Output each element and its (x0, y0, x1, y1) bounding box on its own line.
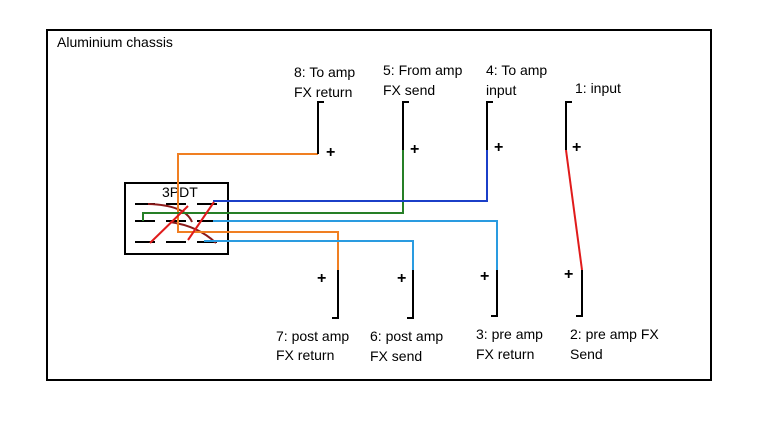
wire-lightblue-jack6 (204, 240, 414, 270)
wire-lightblue-jack3 (213, 220, 498, 270)
jack-6-plus-sign: + (397, 270, 406, 287)
jack-5: + 5: From amp FX send (383, 62, 463, 158)
jack-2-plus-sign: + (564, 266, 573, 283)
jack-4: + 4: To amp input (486, 62, 547, 156)
jack-3-symbol (491, 270, 498, 317)
jack-7: + 7: post amp FX return (276, 270, 349, 363)
jack-2: + 2: pre amp FX Send (564, 266, 659, 362)
wires (142, 149, 583, 271)
jack-7-symbol (332, 270, 339, 319)
jack-8-label-line1: 8: To amp (294, 64, 355, 80)
jack-1-plus-sign: + (572, 139, 581, 156)
jack-2-label-line1: 2: pre amp FX (570, 326, 659, 342)
jack-7-label-line1: 7: post amp (276, 328, 349, 344)
jack-8-symbol (317, 101, 324, 154)
jack-2-symbol (576, 270, 583, 317)
jack-5-plus-sign: + (410, 141, 419, 158)
wire-orange-jack7 (177, 204, 339, 270)
wire-orange-jack8 (177, 153, 318, 204)
jack-5-symbol (402, 101, 409, 150)
jack-2-label-line2: Send (570, 346, 603, 362)
jack-4-symbol (486, 101, 493, 150)
jack-4-label-line2: input (486, 82, 516, 98)
jack-7-plus-sign: + (317, 270, 326, 287)
jack-4-plus-sign: + (494, 139, 503, 156)
jack-8-plus-sign: + (326, 144, 335, 161)
jack-8: + 8: To amp FX return (294, 64, 355, 161)
jack-1-label-line1: 1: input (575, 80, 621, 96)
jack-3-label-line2: FX return (476, 346, 534, 362)
jack-8-label-line2: FX return (294, 84, 352, 100)
jack-6-label-line1: 6: post amp (370, 328, 443, 344)
wire-red-jack1-jack2 (565, 149, 583, 271)
wire-blue-jack4 (213, 150, 488, 202)
wire-red-b (187, 201, 215, 241)
jack-5-label-line1: 5: From amp (383, 62, 463, 78)
switch-label: 3PDT (162, 184, 198, 200)
jack-5-label-line2: FX send (383, 82, 435, 98)
wire-red-a (149, 205, 189, 244)
jack-6-label-line2: FX send (370, 348, 422, 364)
jack-1: + 1: input (565, 80, 621, 156)
wire-green-jack5 (142, 150, 404, 221)
chassis-label: Aluminium chassis (57, 34, 173, 50)
jack-3: + 3: pre amp FX return (476, 268, 543, 362)
jack-1-symbol (565, 101, 572, 150)
jack-3-plus-sign: + (480, 268, 489, 285)
jack-4-label-line1: 4: To amp (486, 62, 547, 78)
jack-7-label-line2: FX return (276, 347, 334, 363)
jack-6: + 6: post amp FX send (370, 270, 443, 364)
chassis-outline (46, 29, 712, 381)
jack-6-symbol (407, 270, 414, 319)
jack-3-label-line1: 3: pre amp (476, 326, 543, 342)
